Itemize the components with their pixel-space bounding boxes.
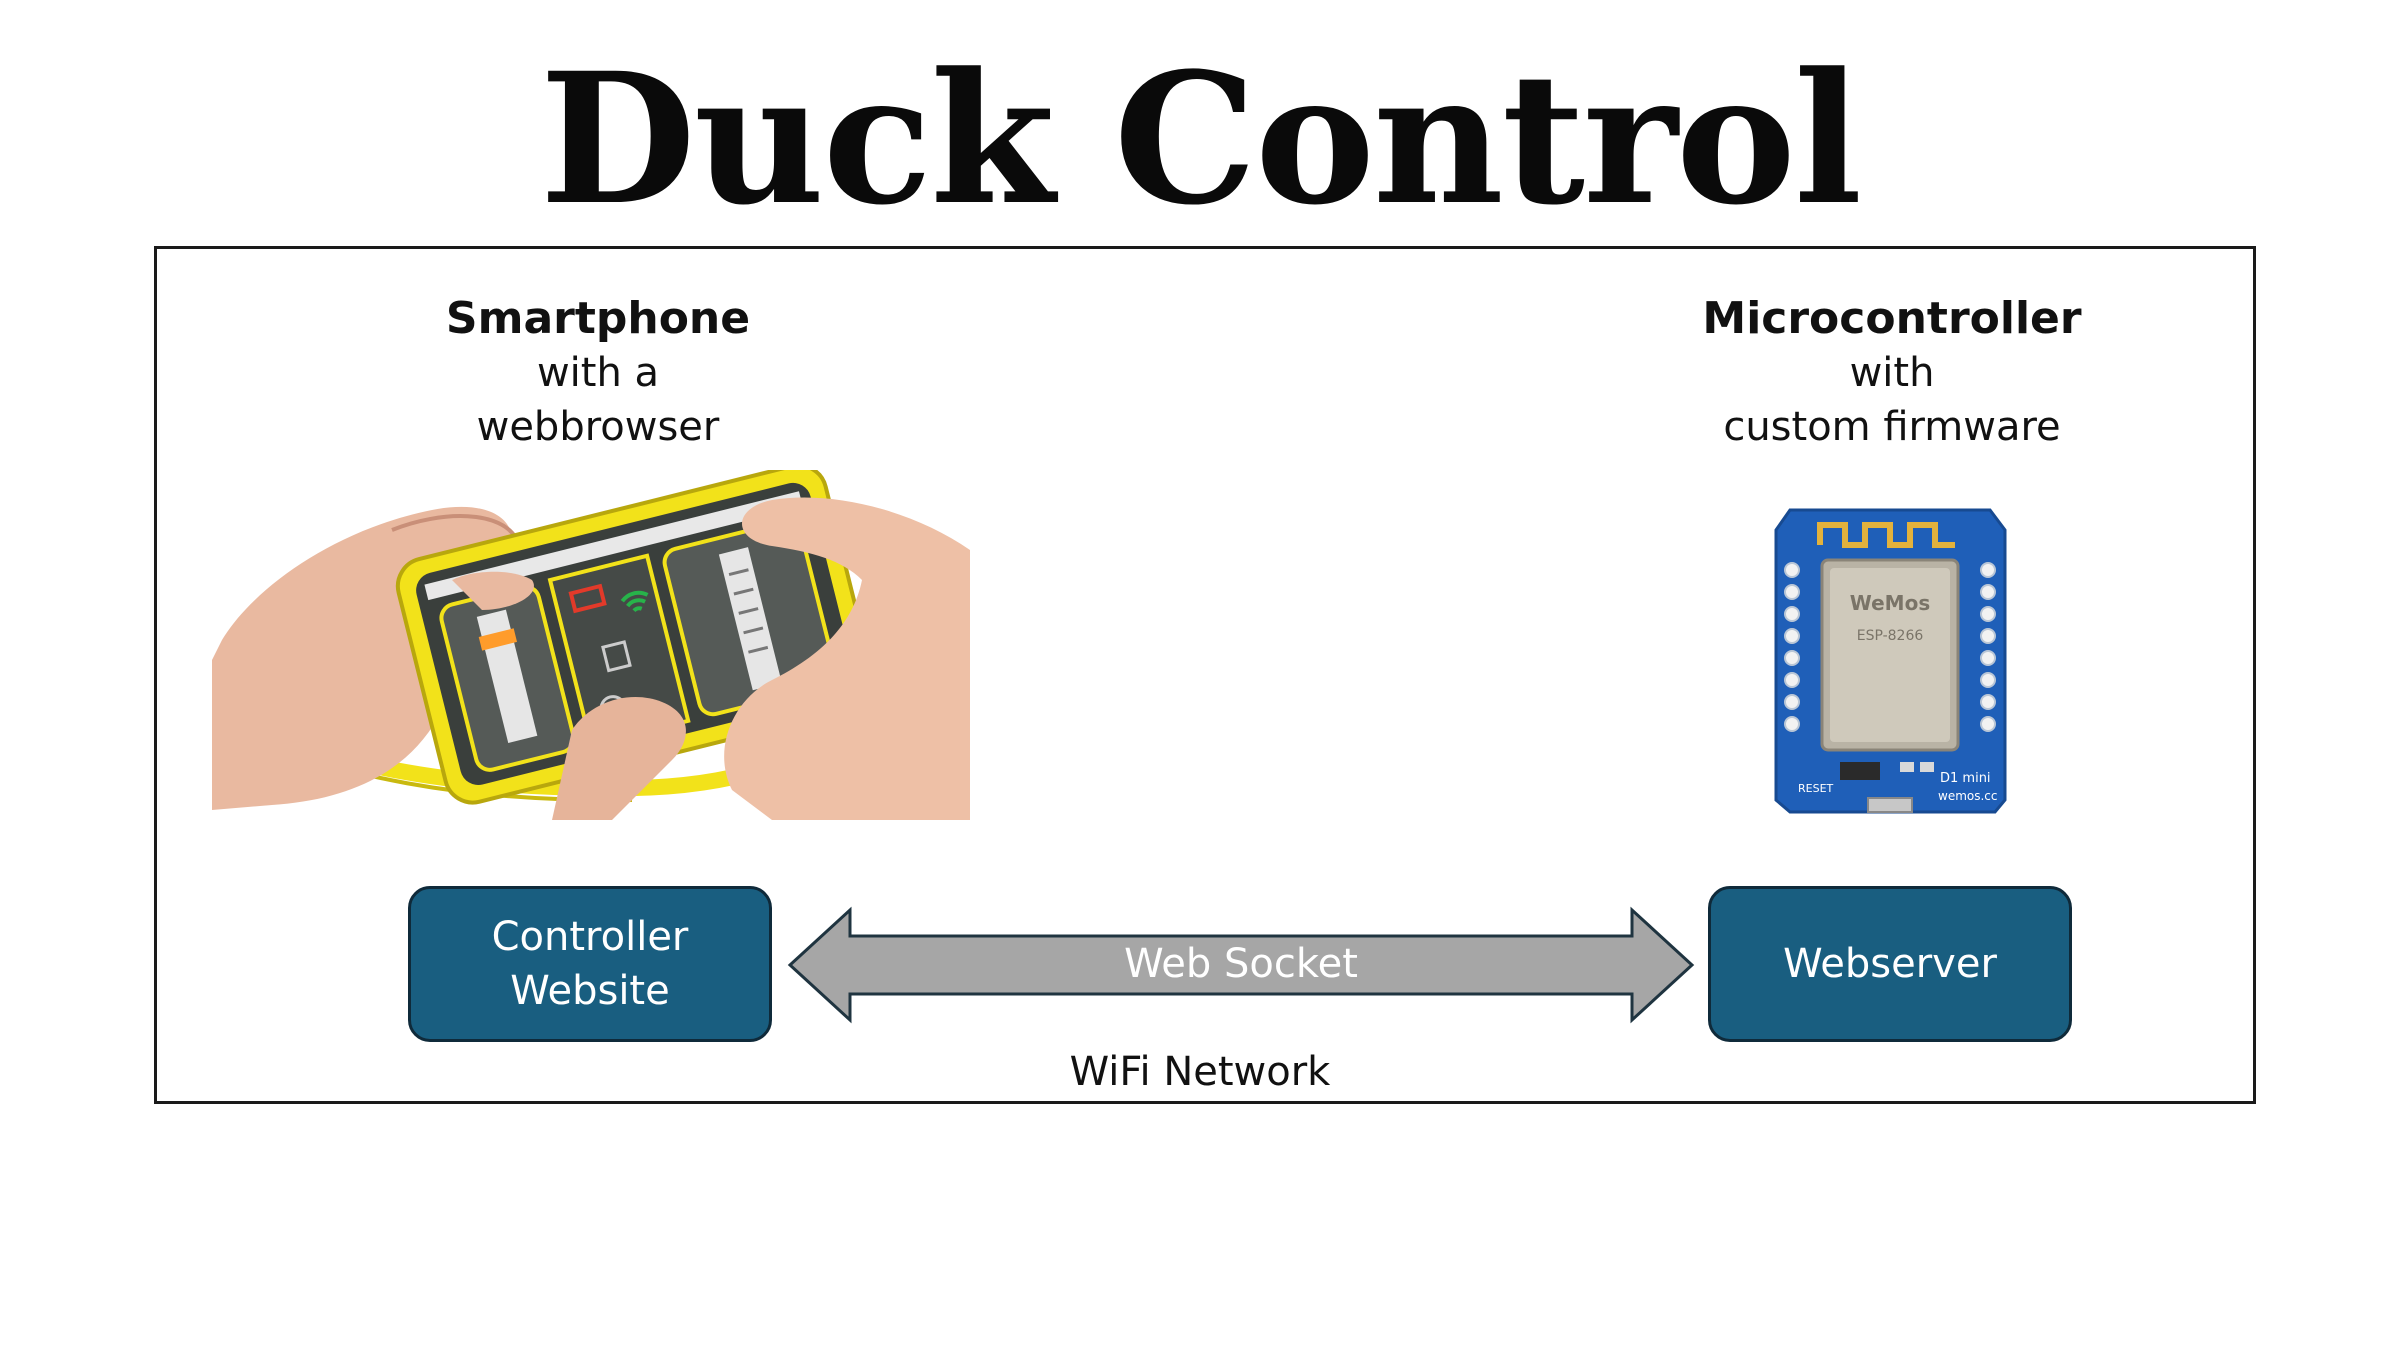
smartphone-line-2: webbrowser (476, 404, 720, 450)
microcontroller-board-photo: WeMos ESP-8266 RESET D1 mini wemos.cc (1774, 508, 2007, 814)
smartphone-photo (212, 470, 970, 820)
web-socket-label: Web Socket (1124, 941, 1358, 987)
smartphone-heading: Smartphone (445, 293, 751, 344)
web-socket-arrow (787, 906, 1695, 1024)
controller-website-line-2: Website (510, 968, 670, 1014)
controller-website-node: Controller Website (408, 886, 772, 1042)
diagram-frame (154, 246, 2256, 1104)
smartphone-line-1: with a (536, 350, 660, 396)
board-name-text: D1 mini (1940, 771, 1991, 786)
microcontroller-caption: Microcontroller with custom firmware (1612, 292, 2172, 454)
smartphone-caption: Smartphone with a webbrowser (318, 292, 878, 454)
board-brand-text: WeMos (1850, 591, 1930, 615)
microcontroller-heading: Microcontroller (1702, 293, 2082, 344)
controller-website-line-1: Controller (491, 914, 689, 960)
microcontroller-line-1: with (1849, 350, 1935, 396)
webserver-label: Webserver (1783, 941, 1997, 987)
board-site-text: wemos.cc (1938, 789, 1998, 803)
page-title: Duck Control (539, 34, 1863, 245)
webserver-node: Webserver (1708, 886, 2072, 1042)
board-model-text: ESP-8266 (1857, 628, 1924, 644)
wifi-network-label: WiFi Network (1069, 1049, 1331, 1095)
microcontroller-line-2: custom firmware (1723, 404, 2061, 450)
board-reset-text: RESET (1798, 782, 1834, 795)
